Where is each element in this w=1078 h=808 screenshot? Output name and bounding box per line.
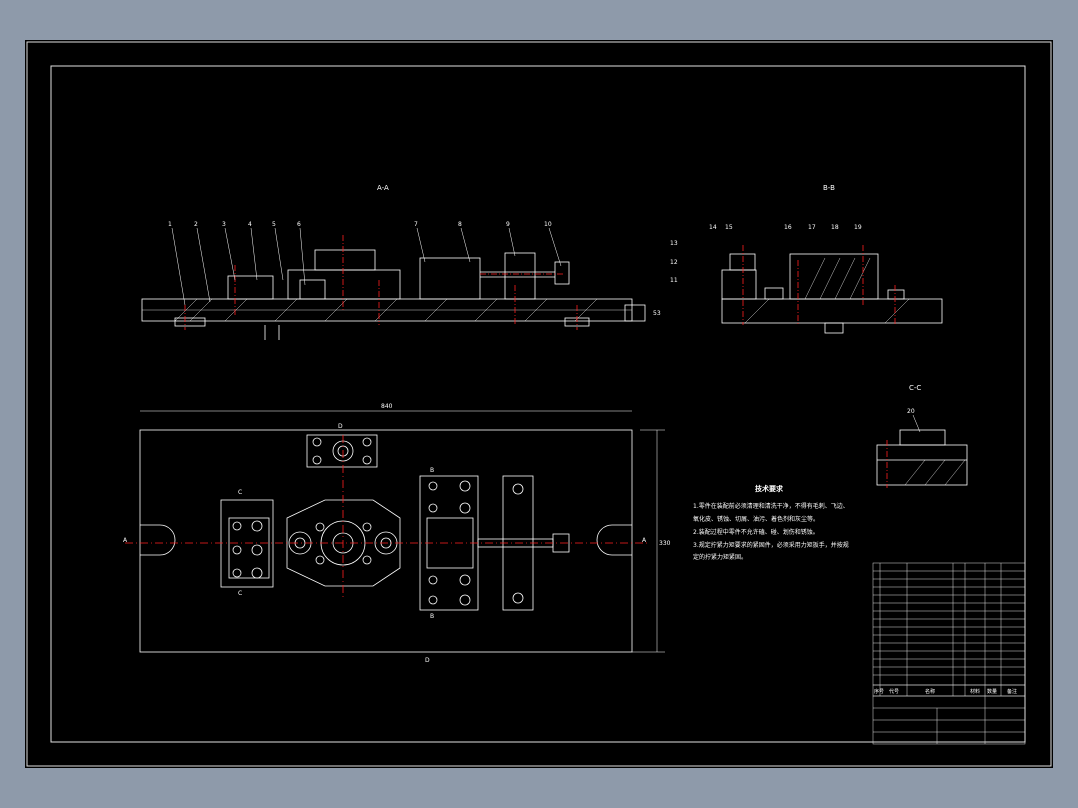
- bb-title: B-B: [823, 184, 835, 192]
- parts-list-header: 序号 代号 名称 材料 数量 备注: [874, 688, 1017, 695]
- col-code-label: 代号: [889, 688, 899, 695]
- aa-leaders: [171, 227, 562, 306]
- mark-d-top: D: [338, 423, 343, 430]
- callout-4: 4: [248, 221, 252, 228]
- callout-17: 17: [808, 224, 816, 231]
- tech-req-line-4: 3.规定拧紧力矩要求的紧固件，必须采用力矩扳手，并按规: [693, 542, 849, 549]
- col-qty-label: 数量: [987, 688, 997, 695]
- callout-15: 15: [725, 224, 733, 231]
- plan-labels: 840 330 A A B B C C D D: [123, 403, 671, 664]
- mark-b-bottom: B: [430, 613, 434, 620]
- bb-callout-labels: 14 15 16 17 18 19 13 12 11: [670, 224, 862, 284]
- callout-20: 20: [907, 408, 915, 415]
- tech-req-line-3: 2.装配过程中零件不允许磕、碰、划伤和锈蚀。: [693, 529, 819, 536]
- aa-title: A-A: [377, 184, 389, 192]
- callout-8: 8: [458, 221, 462, 228]
- callout-2: 2: [194, 221, 198, 228]
- section-cc-view: C-C 20: [876, 384, 968, 486]
- col-no-label: 序号: [874, 688, 884, 695]
- bb-centerlines: [742, 245, 896, 325]
- col-note-label: 备注: [1007, 688, 1017, 695]
- section-aa-view: A-A: [141, 184, 646, 340]
- outer-frame: [26, 41, 1052, 767]
- parts-list: [872, 562, 1026, 745]
- plan-base-outline: [139, 429, 633, 653]
- callout-18: 18: [831, 224, 839, 231]
- tech-req-title: 技术要求: [755, 485, 783, 493]
- plan-centerlines: [125, 435, 650, 600]
- callout-1: 1: [168, 221, 172, 228]
- callout-14: 14: [709, 224, 717, 231]
- dim-aa-right: 53: [653, 310, 661, 317]
- mark-a-left: A: [123, 537, 128, 544]
- callout-6: 6: [297, 221, 301, 228]
- callout-16: 16: [784, 224, 792, 231]
- callout-11: 11: [670, 277, 678, 284]
- cc-title: C-C: [909, 384, 921, 392]
- mark-c-top: C: [238, 489, 242, 496]
- mark-d-bottom: D: [425, 657, 430, 664]
- col-material-label: 材料: [970, 688, 980, 695]
- callout-12: 12: [670, 259, 678, 266]
- inner-frame: [50, 65, 1026, 743]
- mark-c-bottom: C: [238, 590, 242, 597]
- col-name-label: 名称: [925, 688, 935, 695]
- tech-req-line-5: 定的拧紧力矩紧固。: [693, 554, 748, 561]
- callout-5: 5: [272, 221, 276, 228]
- plan-view: [139, 410, 665, 653]
- callout-7: 7: [414, 221, 418, 228]
- aa-callout-labels: 1 2 3 4 5 6 7 8 9 10 53: [168, 221, 661, 317]
- callout-3: 3: [222, 221, 226, 228]
- section-bb-view: B-B: [721, 184, 943, 334]
- mark-a-right: A: [642, 537, 647, 544]
- callout-19: 19: [854, 224, 862, 231]
- callout-9: 9: [506, 221, 510, 228]
- tech-req-line-2: 氧化皮、锈蚀、切屑、油污、着色剂和灰尘等。: [693, 516, 820, 523]
- tech-req-line-1: 1.零件在装配前必须清理和清洗干净，不得有毛刺、飞边、: [693, 503, 849, 510]
- drawing-sheet: A-A: [25, 40, 1053, 768]
- dim-plan-width: 840: [381, 403, 393, 410]
- drawing-canvas: A-A: [26, 41, 1052, 767]
- dim-plan-height: 330: [659, 540, 671, 547]
- callout-10: 10: [544, 221, 552, 228]
- callout-13: 13: [670, 240, 678, 247]
- aa-centerlines: [184, 235, 578, 330]
- mark-b-top: B: [430, 467, 434, 474]
